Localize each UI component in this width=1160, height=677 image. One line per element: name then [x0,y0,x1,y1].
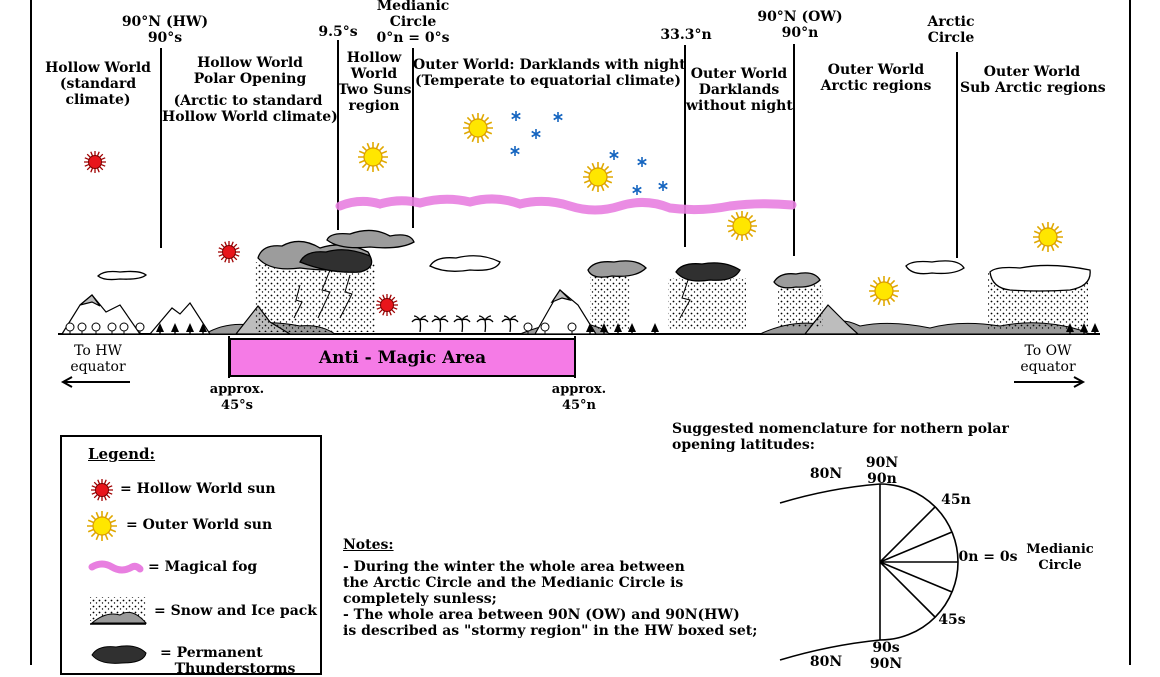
zone-darklands-night: Outer World: Darklands with night (Tempe… [413,57,686,89]
notes-block: Notes: - During the winter the whole are… [343,537,763,639]
line-ow-pole [793,44,795,256]
legend-title: Legend: [88,445,156,463]
zone-darklands-no-night: Outer World Darklands without night [686,66,793,114]
thunderstorm-icon [91,645,147,664]
legend-item: = Magical fog [62,553,320,583]
nomenclature-title: Suggested nomenclature for nothern polar… [672,421,1009,453]
lat-9-5s: 9.5°s [318,24,358,40]
zone-ow-arctic: Outer World Arctic regions [820,62,932,94]
lat-hw-pole: 90°N (HW) 90°s [121,14,209,46]
legend-item: = Snow and Ice pack [62,597,320,627]
nomen-45s: 45s [938,612,966,628]
line-arctic [956,52,958,258]
zone-polar-opening-sub: (Arctic to standard Hollow World climate… [162,93,338,125]
line-9-5s [337,40,339,230]
to-ow-equator: To OW equator [1020,343,1076,375]
nomen-zero: 0n = 0s [958,549,1018,565]
nomen-90n: 90N 90n [865,455,899,487]
zone-hollow-standard: Hollow World (standard climate) [45,60,151,108]
lat-33n: 33.3°n [660,27,712,43]
line-medianic [412,48,414,228]
lat-arctic: Arctic Circle [927,14,975,46]
zone-two-suns: Hollow World Two Suns region [338,50,412,114]
zone-polar-opening: Hollow World Polar Opening [193,55,307,87]
band-left-label: approx. 45°s [209,382,265,413]
notes-line: completely sunless; [343,591,497,607]
band-right-label: approx. 45°n [551,382,607,413]
legend-text: = Magical fog [148,559,258,575]
legend-item: = Hollow World sun [62,475,320,505]
to-hw-equator: To HW equator [70,343,126,375]
lat-medianic: Medianic Circle 0°n = 0°s [376,0,450,46]
diagram-frame [30,0,1131,665]
legend-box: Legend: = Hollow World sun = Outer World… [60,435,322,677]
lat-ow-pole: 90°N (OW) 90°n [757,9,843,41]
line-33n [684,45,686,247]
legend-text: = Hollow World sun [120,481,276,497]
notes-line: is described as "stormy region" in the H… [343,623,758,639]
nomen-bottom-90n: 90N [869,656,903,672]
nomen-medianic: Medianic Circle [1026,542,1094,573]
anti-magic-area: Anti - Magic Area [229,338,576,377]
notes-line: - During the winter the whole area betwe… [343,559,685,575]
nomen-bottom-80n: 80N [809,654,843,670]
snow-ice-icon [90,597,148,625]
legend-item: = Outer World sun [62,510,320,542]
nomen-45n: 45n [941,492,971,508]
legend-text: = Permanent Thunderstorms [160,645,296,677]
notes-line: the Arctic Circle and the Medianic Circl… [343,575,684,591]
nomen-80n: 80N [809,466,843,482]
legend-text: = Snow and Ice pack [154,603,318,619]
magical-fog-icon [88,560,144,574]
yellow-sun-icon [86,510,118,542]
nomen-90s: 90s [872,640,900,656]
zone-ow-subarctic: Outer World Sub Arctic regions [960,64,1106,96]
legend-text: = Outer World sun [126,517,273,533]
line-hw-pole [160,48,162,248]
notes-title: Notes: [343,537,394,553]
notes-line: - The whole area between 90N (OW) and 90… [343,607,740,623]
legend-item: = Permanent Thunderstorms [62,641,320,677]
